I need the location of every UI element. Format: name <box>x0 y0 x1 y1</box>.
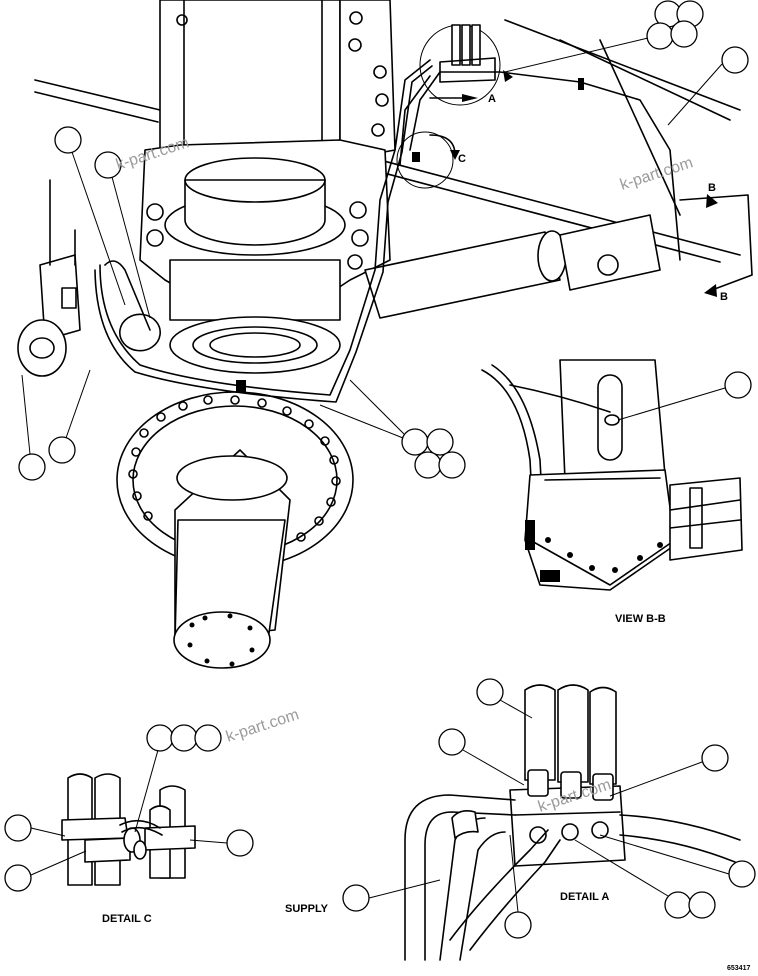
main-assembly <box>17 0 741 669</box>
callout-circle <box>438 451 466 479</box>
detail-a-label: DETAIL A <box>560 891 609 903</box>
callout-circle <box>194 724 222 752</box>
callout-circle <box>401 428 429 456</box>
callout-circle <box>146 724 174 752</box>
callout-circle <box>701 744 729 772</box>
view-b-label-1: B <box>708 182 716 194</box>
callout-circle <box>721 46 749 74</box>
callout-circle <box>226 829 254 857</box>
callout-circle <box>94 151 122 179</box>
callout-circle <box>4 864 32 892</box>
callout-circle <box>48 436 76 464</box>
callout-circle <box>670 20 698 48</box>
detail-a-marker: A <box>419 24 513 106</box>
callouts <box>4 0 756 939</box>
detail-c-label: DETAIL C <box>102 913 152 925</box>
callout-circle <box>504 911 532 939</box>
callout-circle <box>688 891 716 919</box>
detail-a: DETAIL A SUPPLY <box>285 684 741 961</box>
figure-number: 653417 <box>727 965 750 972</box>
callout-circle <box>54 126 82 154</box>
watermark-text: k-part.com <box>618 154 695 194</box>
callout-circle <box>170 724 198 752</box>
callout-circle <box>664 891 692 919</box>
view-a-label: A <box>488 93 496 105</box>
section-b-marker: B B <box>679 182 753 303</box>
supply-label: SUPPLY <box>285 903 329 915</box>
detail-c: DETAIL C <box>61 773 196 925</box>
callout-circle <box>724 371 752 399</box>
callout-circle <box>476 678 504 706</box>
detail-c-marker: C <box>396 131 466 189</box>
view-b-label-2: B <box>720 291 728 303</box>
callout-circle <box>728 860 756 888</box>
callout-circle <box>18 453 46 481</box>
callout-circle <box>342 884 370 912</box>
view-b-b: VIEW B-B <box>481 359 743 625</box>
view-c-label: C <box>458 153 466 165</box>
callout-circle <box>438 728 466 756</box>
callout-circle <box>414 451 442 479</box>
view-bb-label: VIEW B-B <box>615 613 666 625</box>
watermark-text: k-part.com <box>224 706 301 746</box>
callout-circle <box>426 428 454 456</box>
callout-circle <box>4 814 32 842</box>
callout-circle <box>646 22 674 50</box>
